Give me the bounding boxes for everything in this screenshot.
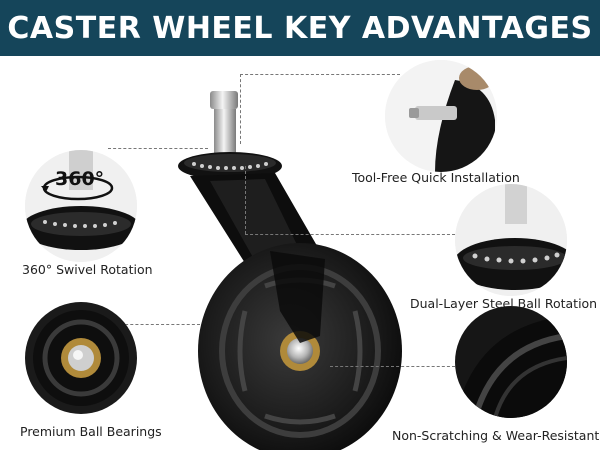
non-scratch-detail-circle <box>455 306 567 418</box>
bearings-label: Premium Ball Bearings <box>20 424 162 439</box>
product-canvas: Tool-Free Quick Installation 360° 360° S… <box>0 56 600 450</box>
install-detail-circle <box>385 60 497 172</box>
install-label: Tool-Free Quick Installation <box>352 170 520 185</box>
leader-install <box>240 74 400 75</box>
caster-wheel-image <box>178 91 402 450</box>
leader-bearings <box>120 324 200 325</box>
leader-swivel <box>108 148 208 149</box>
rotation-arrow-icon <box>41 175 114 201</box>
bearings-detail-circle <box>25 302 137 414</box>
swivel-detail-circle <box>25 150 137 262</box>
leader-steel-ball-drop <box>245 166 246 234</box>
leader-steel-ball <box>245 234 455 235</box>
leader-non-scratch <box>330 366 455 367</box>
header-banner: CASTER WHEEL KEY ADVANTAGES <box>0 0 600 56</box>
leader-install-drop <box>240 74 241 144</box>
steel-ball-detail-circle <box>455 184 567 296</box>
steel-ball-label: Dual-Layer Steel Ball Rotation <box>410 296 598 311</box>
page-title: CASTER WHEEL KEY ADVANTAGES <box>7 10 593 46</box>
swivel-label: 360° Swivel Rotation <box>22 262 153 277</box>
non-scratch-label: Non-Scratching & Wear-Resistant <box>392 428 600 443</box>
swivel-badge: 360° <box>55 168 105 190</box>
